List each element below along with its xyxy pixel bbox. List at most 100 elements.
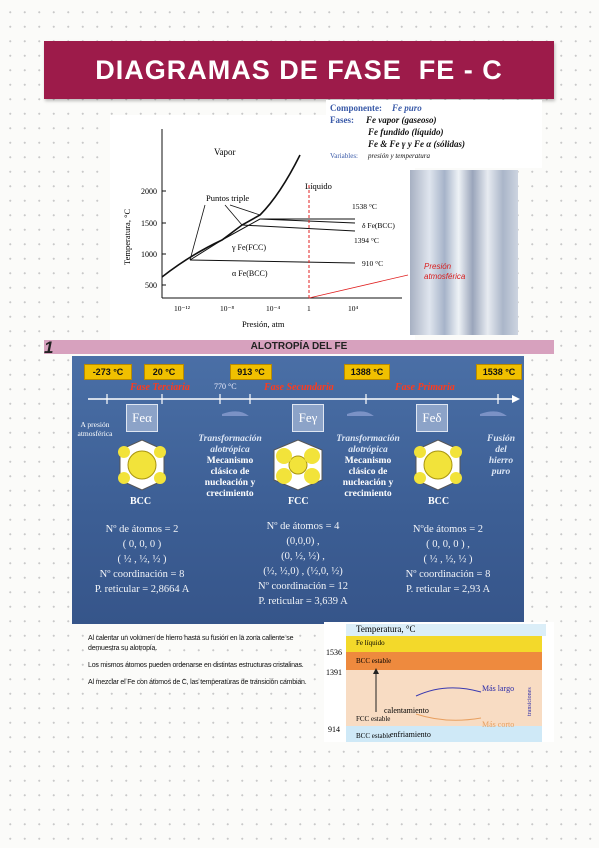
fcc-crystal-icon: [273, 439, 323, 491]
coords: (½, ½,0) , (½,0, ½): [263, 566, 343, 577]
variables-label: Variables:: [330, 152, 358, 160]
note-3: Al mezclar el Fe con átomos de C, las te…: [88, 679, 307, 686]
fcc-gamma-stats: Nº de átomos = 4 (0,0,0) , (0, ½, ½) , (…: [238, 519, 368, 609]
bcc-crystal-icon: [118, 439, 166, 491]
mechanism-text: nucleación y: [204, 478, 256, 488]
photo-label: Presión atmosférica: [424, 262, 466, 281]
section-title: ALOTROPÍA DEL FE: [250, 341, 348, 352]
fases-label: Fases:: [330, 115, 354, 125]
bcc-crystal-icon: [414, 439, 462, 491]
variables-value: presión y temperatura: [368, 152, 430, 160]
phase-label: Fase Terciaria: [130, 382, 190, 393]
temp-badge: 1388 °C: [344, 364, 390, 380]
transform-block-1: Transformación alotrópica Mecanismo clás…: [190, 434, 270, 500]
band-fcc: [346, 670, 542, 726]
side-labels: transiciones: [527, 646, 541, 726]
notes: Al calentar un volumen de hierro hasta s…: [88, 634, 318, 695]
temperature-transitions-chart: Temperatura, °C 1536 1391 914 Fe líquido…: [324, 622, 554, 742]
ytick-1000: 1000: [141, 250, 157, 259]
presion-label: A presión atmosférica: [77, 420, 113, 438]
line-label: Más largo: [482, 684, 515, 693]
phase-label: Fase Secundaria: [264, 382, 334, 393]
section-header: ALOTROPÍA DEL FE: [44, 340, 554, 354]
atoms-count: Nº de átomos = 2: [105, 524, 179, 535]
xtick-1: 10⁻¹²: [174, 304, 191, 313]
mechanism-text: crecimiento: [344, 489, 392, 499]
title-banner: DIAGRAMAS DE FASE FE - C: [44, 41, 554, 99]
timeline: [88, 394, 520, 416]
ytick-1500: 1500: [141, 219, 157, 228]
line-label: Más corto: [482, 720, 515, 729]
coordination: Nº coordinación = 8: [99, 569, 185, 580]
lattice-param: P. reticular = 2,93 A: [405, 584, 491, 595]
coords: (0,0,0) ,: [286, 536, 320, 547]
transform-title: Transformación: [198, 434, 262, 444]
structure-name: BCC: [428, 496, 450, 507]
mechanism-text: clásico de: [210, 467, 250, 477]
tick-914: 914: [328, 725, 340, 734]
phase-diagram-svg: 2000 1500 1000 500 10⁻¹² 10⁻⁸ 10⁻⁴ 1 10⁴…: [122, 129, 409, 329]
temp-badge: 20 °C: [144, 364, 184, 380]
page-title: DIAGRAMAS DE FASE FE - C: [95, 54, 503, 85]
region-alpha: α Fe(BCC): [232, 269, 268, 278]
atoms-count: Nº de átomos = 4: [266, 521, 340, 532]
mechanism-text: Mecanismo: [344, 456, 392, 466]
coordination: Nº coordinación = 8: [405, 569, 491, 580]
fe-alpha-box: Feα: [126, 404, 158, 432]
y-ticks: [162, 190, 166, 286]
region-gamma: γ Fe(FCC): [231, 243, 266, 252]
componente-value: Fe puro: [392, 103, 422, 113]
coords: ( ½ , ½, ½ ): [117, 554, 167, 565]
band-label: Fe líquido: [356, 639, 385, 647]
temp-badge: 1538 °C: [476, 364, 522, 380]
side-label: transiciones: [527, 687, 533, 716]
ytick-2000: 2000: [141, 187, 157, 196]
transform-title: alotrópica: [348, 445, 388, 455]
band-label: FCC estable: [356, 715, 391, 723]
tick-1536: 1536: [326, 648, 342, 657]
componente-label: Componente:: [330, 103, 382, 113]
label-delta: δ Fe(BCC): [362, 221, 395, 230]
transform-title: Transformación: [336, 434, 400, 444]
xtick-2: 10⁻⁸: [220, 304, 234, 313]
mechanism-text: Mecanismo: [206, 456, 254, 466]
xtick-3: 10⁻⁴: [266, 304, 280, 313]
mechanism-text: nucleación y: [342, 478, 394, 488]
phase-legend: Componente: Fe puro Fases: Fe vapor (gas…: [326, 100, 542, 168]
note-2: Los mismos átomos pueden ordenarse en di…: [88, 662, 304, 669]
mechanism-text: clásico de: [348, 467, 388, 477]
transform-block-2: Transformación alotrópica Mecanismo clás…: [328, 434, 408, 500]
xtick-5: 10⁴: [348, 304, 359, 313]
tick-1391: 1391: [326, 668, 342, 677]
coordination: Nº coordinación = 12: [258, 581, 348, 592]
bcc-delta-stats: Nºde átomos = 2 ( 0, 0, 0 ) , ( ½ , ½, ½…: [388, 522, 508, 597]
fusion-text: hierro: [488, 456, 514, 466]
fase-2: Fe fundido (líquido): [368, 127, 444, 137]
coords: ( ½ , ½, ½ ): [423, 554, 473, 565]
label-910: 910 °C: [362, 259, 383, 268]
coords: (0, ½, ½) ,: [281, 551, 325, 562]
label-triple: Puntos triple: [206, 193, 249, 203]
fase-3: Fe & Fe γ y Fe α (sólidas): [368, 139, 465, 149]
mechanism-text: crecimiento: [206, 489, 254, 499]
xtick-4: 1: [307, 304, 311, 313]
lattice-param: P. reticular = 2,8664 A: [94, 584, 190, 595]
transform-title: alotrópica: [210, 445, 250, 455]
structure-name: FCC: [288, 496, 309, 507]
enfriamiento-label: enfriamiento: [390, 730, 431, 739]
ytick-500: 500: [145, 281, 157, 290]
band-liquido: [346, 636, 542, 652]
fase-1: Fe vapor (gaseoso): [366, 115, 437, 125]
calentamiento-label: calentamiento: [384, 706, 429, 715]
temp-badge: 913 °C: [230, 364, 272, 380]
transition-arrows: [373, 668, 482, 721]
chart-title: Temperatura, °C: [356, 624, 416, 634]
temp-badge: -273 °C: [84, 364, 132, 380]
atoms-count: Nºde átomos = 2: [412, 524, 484, 535]
region-liquido: Líquido: [305, 181, 332, 191]
coords: ( 0, 0, 0 ): [122, 539, 162, 550]
lattice-param: P. reticular = 3,639 A: [258, 596, 348, 607]
section-number: 1: [44, 338, 54, 357]
temp-770: 770 °C: [214, 382, 237, 391]
fusion-text: Fusión: [487, 434, 515, 444]
